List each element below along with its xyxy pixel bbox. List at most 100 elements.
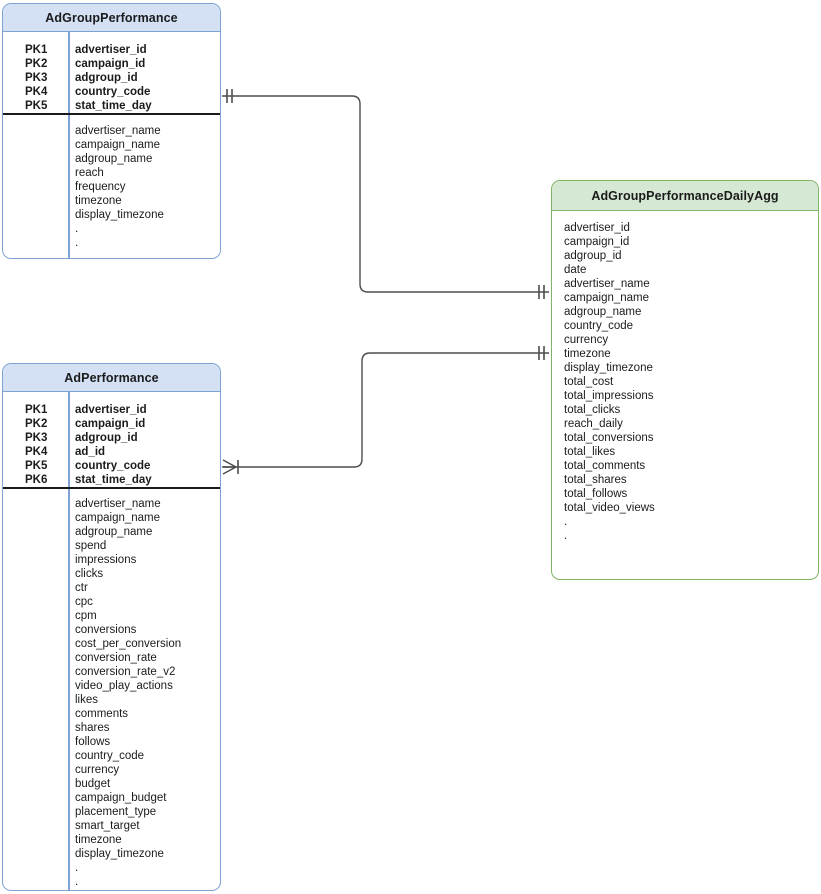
pk-divider (3, 113, 220, 115)
attribute-row: total_conversions (564, 432, 654, 444)
primary-key-field-name: adgroup_id (75, 72, 138, 84)
primary-key-field-name: campaign_id (75, 58, 146, 70)
attribute-row: campaign_name (75, 139, 161, 151)
primary-key-field-name: advertiser_id (75, 404, 147, 416)
primary-key-row: PK6 stat_time_day (3, 473, 220, 487)
attribute-row: display_timezone (564, 362, 653, 374)
attribute-row: advertiser_name (75, 498, 161, 510)
primary-key-label: PK1 (25, 404, 48, 416)
attribute-row: adgroup_name (564, 306, 642, 318)
attribute-row: cpm (75, 610, 97, 622)
attribute-row: timezone (75, 834, 122, 846)
attribute-row: display_timezone (75, 848, 164, 860)
attribute-row: frequency (75, 181, 126, 193)
attribute-row: reach (75, 167, 104, 179)
entity-title-adgroup-performance-daily-agg: AdGroupPerformanceDailyAgg (552, 181, 818, 211)
primary-key-field-name: stat_time_day (75, 474, 152, 486)
attribute-row: likes (75, 694, 99, 706)
entity-title-ad-performance: AdPerformance (3, 364, 220, 392)
attribute-row: cpc (75, 596, 93, 608)
cardinality-many-crowsfoot (222, 459, 237, 475)
connector-ad-to-agg (222, 346, 549, 475)
primary-key-label: PK2 (25, 58, 48, 70)
primary-key-label: PK1 (25, 44, 48, 56)
primary-key-row: PK4 country_code (3, 85, 220, 99)
attribute-row: display_timezone (75, 209, 164, 221)
primary-key-row: PK1 advertiser_id (3, 403, 220, 417)
attribute-row: video_play_actions (75, 680, 173, 692)
attribute-row: advertiser_name (564, 278, 650, 290)
primary-key-field-name: country_code (75, 86, 151, 98)
attribute-row: country_code (564, 320, 634, 332)
attribute-row: total_impressions (564, 390, 654, 402)
attribute-row: shares (75, 722, 110, 734)
attribute-row: . (75, 237, 79, 249)
primary-key-row: PK2 campaign_id (3, 57, 220, 71)
attribute-row: campaign_name (75, 512, 161, 524)
entity-title-adgroup-performance: AdGroupPerformance (3, 4, 220, 32)
primary-key-label: PK4 (25, 86, 48, 98)
primary-key-row: PK5 country_code (3, 459, 220, 473)
primary-key-row: PK1 advertiser_id (3, 43, 220, 57)
primary-key-label: PK5 (25, 100, 48, 112)
primary-key-field-name: country_code (75, 460, 151, 472)
attribute-row: conversion_rate_v2 (75, 666, 176, 678)
attribute-row: smart_target (75, 820, 140, 832)
pk-divider (3, 487, 220, 489)
attribute-row: adgroup_name (75, 153, 153, 165)
attribute-row: campaign_id (564, 236, 630, 248)
entity-adgroup-performance-daily-agg[interactable]: AdGroupPerformanceDailyAgg advertiser_id… (551, 180, 819, 580)
attribute-row: total_follows (564, 488, 628, 500)
attribute-row: timezone (564, 348, 611, 360)
attribute-row: spend (75, 540, 107, 552)
attribute-row: total_video_views (564, 502, 655, 514)
attribute-row: follows (75, 736, 111, 748)
attribute-row: advertiser_id (564, 222, 630, 234)
attribute-row: cost_per_conversion (75, 638, 182, 650)
column-divider (68, 32, 70, 258)
attribute-row: country_code (75, 750, 145, 762)
attribute-row: adgroup_id (564, 250, 622, 262)
attribute-row: budget (75, 778, 111, 790)
attribute-row: . (75, 876, 79, 888)
attribute-row: conversions (75, 624, 137, 636)
attribute-row: . (564, 516, 568, 528)
primary-key-label: PK6 (25, 474, 48, 486)
attribute-row: campaign_budget (75, 792, 167, 804)
attribute-row: conversion_rate (75, 652, 157, 664)
attribute-row: date (564, 264, 587, 276)
attribute-row: ctr (75, 582, 88, 594)
primary-key-row: PK3 adgroup_id (3, 431, 220, 445)
primary-key-label: PK3 (25, 432, 48, 444)
attribute-row: reach_daily (564, 418, 623, 430)
attribute-row: total_comments (564, 460, 646, 472)
attribute-row: total_cost (564, 376, 614, 388)
primary-key-field-name: campaign_id (75, 418, 146, 430)
primary-key-row: PK3 adgroup_id (3, 71, 220, 85)
attribute-row: adgroup_name (75, 526, 153, 538)
attribute-row: campaign_name (564, 292, 650, 304)
primary-key-label: PK5 (25, 460, 48, 472)
primary-key-field-name: ad_id (75, 446, 106, 458)
attribute-row: placement_type (75, 806, 157, 818)
primary-key-field-name: advertiser_id (75, 44, 147, 56)
primary-key-label: PK3 (25, 72, 48, 84)
primary-key-label: PK2 (25, 418, 48, 430)
connector-adgroup-to-agg (222, 89, 549, 299)
primary-key-field-name: stat_time_day (75, 100, 152, 112)
primary-key-field-name: adgroup_id (75, 432, 138, 444)
primary-key-row: PK5 stat_time_day (3, 99, 220, 113)
attribute-row: total_clicks (564, 404, 621, 416)
attribute-list-ad-performance: advertiser_name campaign_name adgroup_name… (75, 497, 181, 889)
